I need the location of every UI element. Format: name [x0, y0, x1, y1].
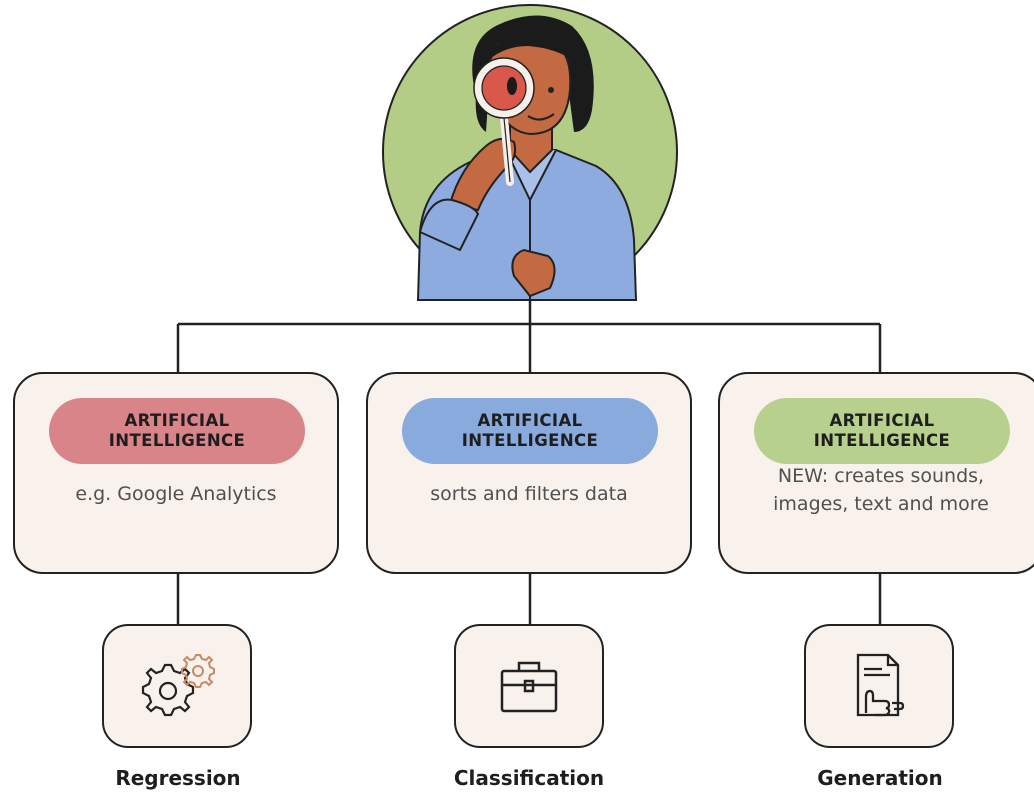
regression-icon-box	[102, 624, 252, 748]
classification-icon-box	[454, 624, 604, 748]
category-label-classification: Classification	[453, 766, 605, 790]
generation-icon-box	[804, 624, 954, 748]
category-label-regression: Regression	[115, 766, 241, 790]
document-hand-icon	[856, 653, 905, 717]
card-description: sorts and filters data	[430, 483, 628, 505]
ai-pill-label: ARTIFICIAL INTELLIGENCE	[754, 398, 1010, 464]
gears-icon	[141, 654, 215, 717]
person-with-magnifier-illustration	[382, 4, 678, 301]
ai-card-classification: ARTIFICIAL INTELLIGENCE sorts and filter…	[366, 372, 692, 574]
ai-card-generation: ARTIFICIAL INTELLIGENCE NEW: creates sou…	[718, 372, 1034, 574]
ai-pill-label: ARTIFICIAL INTELLIGENCE	[49, 398, 305, 464]
ai-pill-label: ARTIFICIAL INTELLIGENCE	[402, 398, 658, 464]
briefcase-icon	[500, 661, 558, 713]
card-description: NEW: creates sounds, images, text and mo…	[773, 465, 989, 515]
card-description: e.g. Google Analytics	[75, 483, 277, 505]
ai-card-regression: ARTIFICIAL INTELLIGENCE e.g. Google Anal…	[13, 372, 339, 574]
category-label-generation: Generation	[817, 766, 943, 790]
